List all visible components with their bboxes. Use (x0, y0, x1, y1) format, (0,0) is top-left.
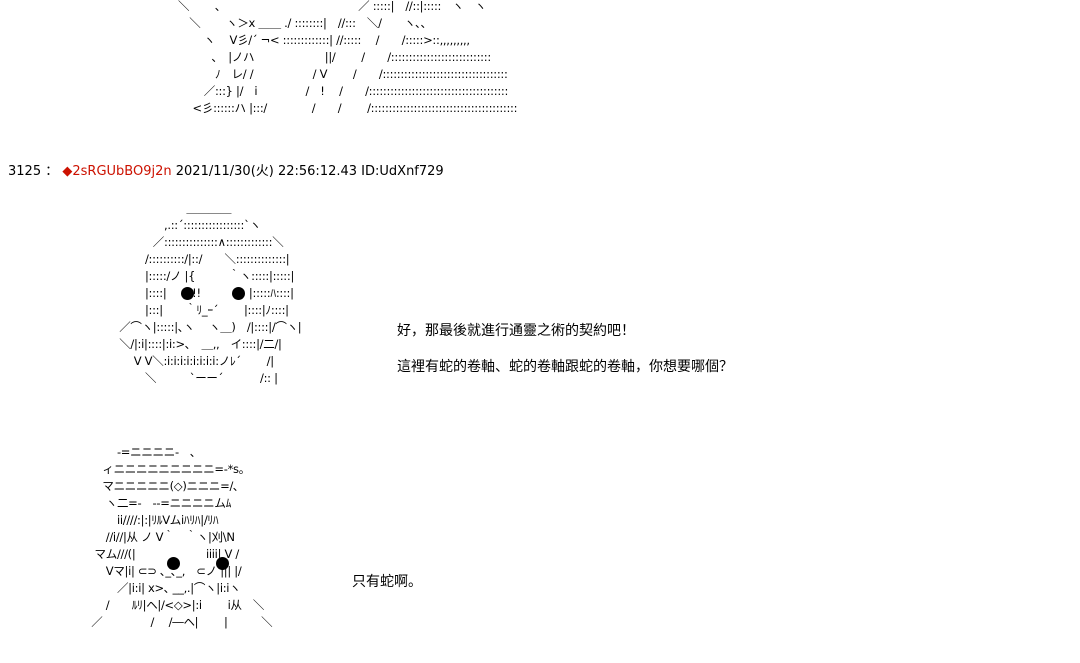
eye-dot-icon (232, 287, 245, 300)
poster-trip[interactable]: 2sRGUbBO9j2n (72, 164, 172, 179)
post-id[interactable]: ID:UdXnf729 (361, 164, 444, 179)
character-art-speaker: ＿＿＿＿ ,.::´:::::::::::::::::`ヽ ／:::::::::… (119, 201, 302, 385)
post-header: 3125 ： ◆2sRGUbBO9j2n 2021/11/30(火) 22:56… (8, 163, 444, 180)
dialogue-line: 只有蛇啊。 (352, 574, 422, 590)
dialogue-line: 好，那最後就進行通靈之術的契約吧！ (397, 323, 635, 339)
post-separator: ： (45, 164, 59, 179)
eye-dot-icon (167, 557, 180, 570)
post-number: 3125 (8, 164, 42, 179)
top-ascii-art: ＼ ､ ／ :::::| //::|::::: ヽ ヽ ＼ ヽ＞x ＿＿ ./ … (178, 0, 518, 115)
eye-dot-icon (181, 287, 194, 300)
post-datetime: 2021/11/30(火) 22:56:12.43 (175, 164, 358, 179)
dialogue-line: 這裡有蛇的卷軸、蛇的卷軸跟蛇的卷軸，你想要哪個？ (397, 359, 733, 375)
character-art-listener: -=ニニニニ- ､ ィニニニニニニニニニ=-*s。 マニニニニニ(◇)ニニニ=/… (91, 445, 273, 629)
eye-dot-icon (216, 557, 229, 570)
trip-diamond-icon: ◆ (62, 164, 73, 179)
